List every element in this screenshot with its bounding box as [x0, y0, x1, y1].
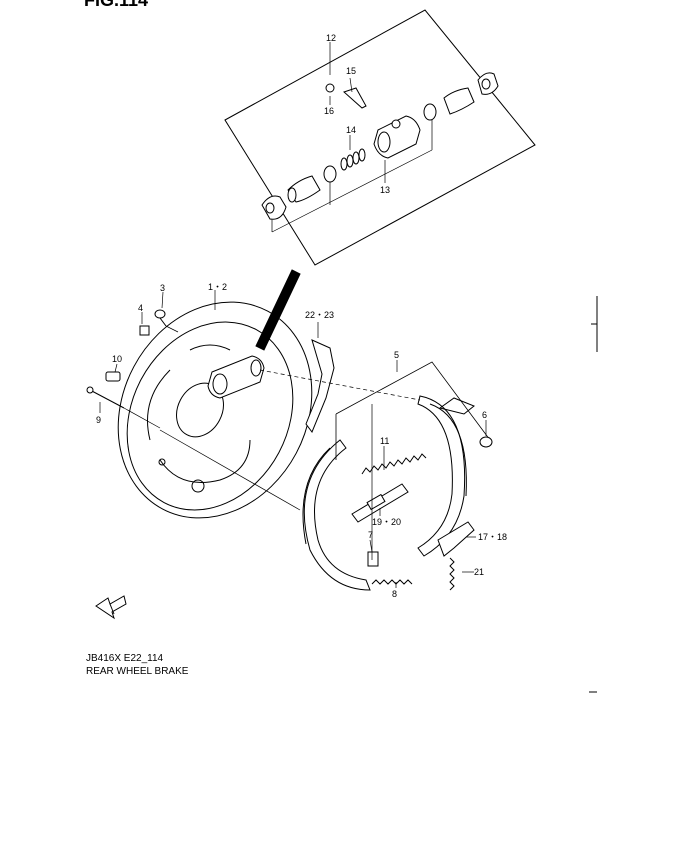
hold-down-7	[368, 552, 378, 566]
shoe-box	[336, 362, 490, 460]
callout-5: 5	[394, 350, 399, 360]
spring-11	[362, 454, 426, 474]
callout-22-23: 22・23	[305, 310, 334, 320]
diagram-title: REAR WHEEL BRAKE	[86, 666, 189, 677]
callout-11: 11	[380, 436, 389, 446]
callout-3: 3	[160, 283, 165, 293]
callout-12: 12	[326, 33, 336, 43]
callout-6: 6	[482, 410, 487, 420]
callout-19-20: 19・20	[372, 517, 401, 527]
shoe-leader-lines	[160, 322, 486, 588]
pointer-arrow	[256, 270, 300, 350]
spring-14	[341, 149, 365, 170]
washer-6	[480, 437, 492, 447]
figure-title: FIG.114	[84, 0, 148, 10]
mounted-wheel-cylinder	[208, 356, 264, 398]
bleeder-screw	[344, 88, 366, 108]
cylinder-cup-right	[424, 104, 436, 120]
callout-14: 14	[346, 125, 356, 135]
diagram-code: JB416X E22_114	[86, 653, 164, 664]
callout-4: 4	[138, 303, 143, 313]
callout-8: 8	[392, 589, 397, 599]
callout-7: 7	[368, 530, 373, 540]
callout-17-18: 17・18	[478, 532, 507, 542]
backing-plate	[81, 268, 349, 552]
bleeder-cap	[326, 84, 334, 92]
cylinder-body-bore	[378, 132, 390, 152]
front-direction-arrow-icon	[96, 596, 126, 618]
adjuster-strut	[352, 484, 408, 522]
brake-shoes	[303, 396, 474, 590]
callout-9: 9	[96, 415, 101, 425]
pin-9	[87, 387, 124, 408]
wheel-cylinder-parts	[262, 73, 498, 219]
cylinder-box-outline	[225, 10, 535, 265]
callout-21: 21	[474, 567, 484, 577]
bolt-10	[106, 372, 120, 381]
nut-4	[140, 326, 149, 335]
boot-left-hole	[266, 203, 274, 213]
pawl-17-18	[438, 522, 474, 556]
brake-shoe-left	[304, 440, 370, 590]
bolt-3	[155, 310, 166, 326]
callout-1-2: 1・2	[208, 282, 227, 292]
callout-15: 15	[346, 66, 356, 76]
boot-right-hole	[482, 79, 490, 89]
backing-plate-inner	[95, 293, 325, 539]
callout-10: 10	[112, 354, 122, 364]
cylinder-leader-lines	[272, 42, 432, 232]
backing-plate-rim	[81, 268, 349, 552]
parking-strut-22-23	[306, 340, 334, 432]
cylinder-body-port	[392, 120, 400, 128]
piston-left-face	[288, 188, 296, 202]
fasteners	[87, 310, 166, 408]
wheel-cylinder-box	[225, 10, 535, 265]
plate-leader-lines	[100, 290, 215, 428]
spring-21	[450, 558, 454, 590]
cylinder-cup-left	[324, 166, 336, 182]
callout-13: 13	[380, 185, 390, 195]
parking-lever	[440, 398, 474, 414]
cylinder-piston-right	[444, 88, 474, 114]
callout-16: 16	[324, 106, 334, 116]
spring-8	[372, 580, 412, 584]
